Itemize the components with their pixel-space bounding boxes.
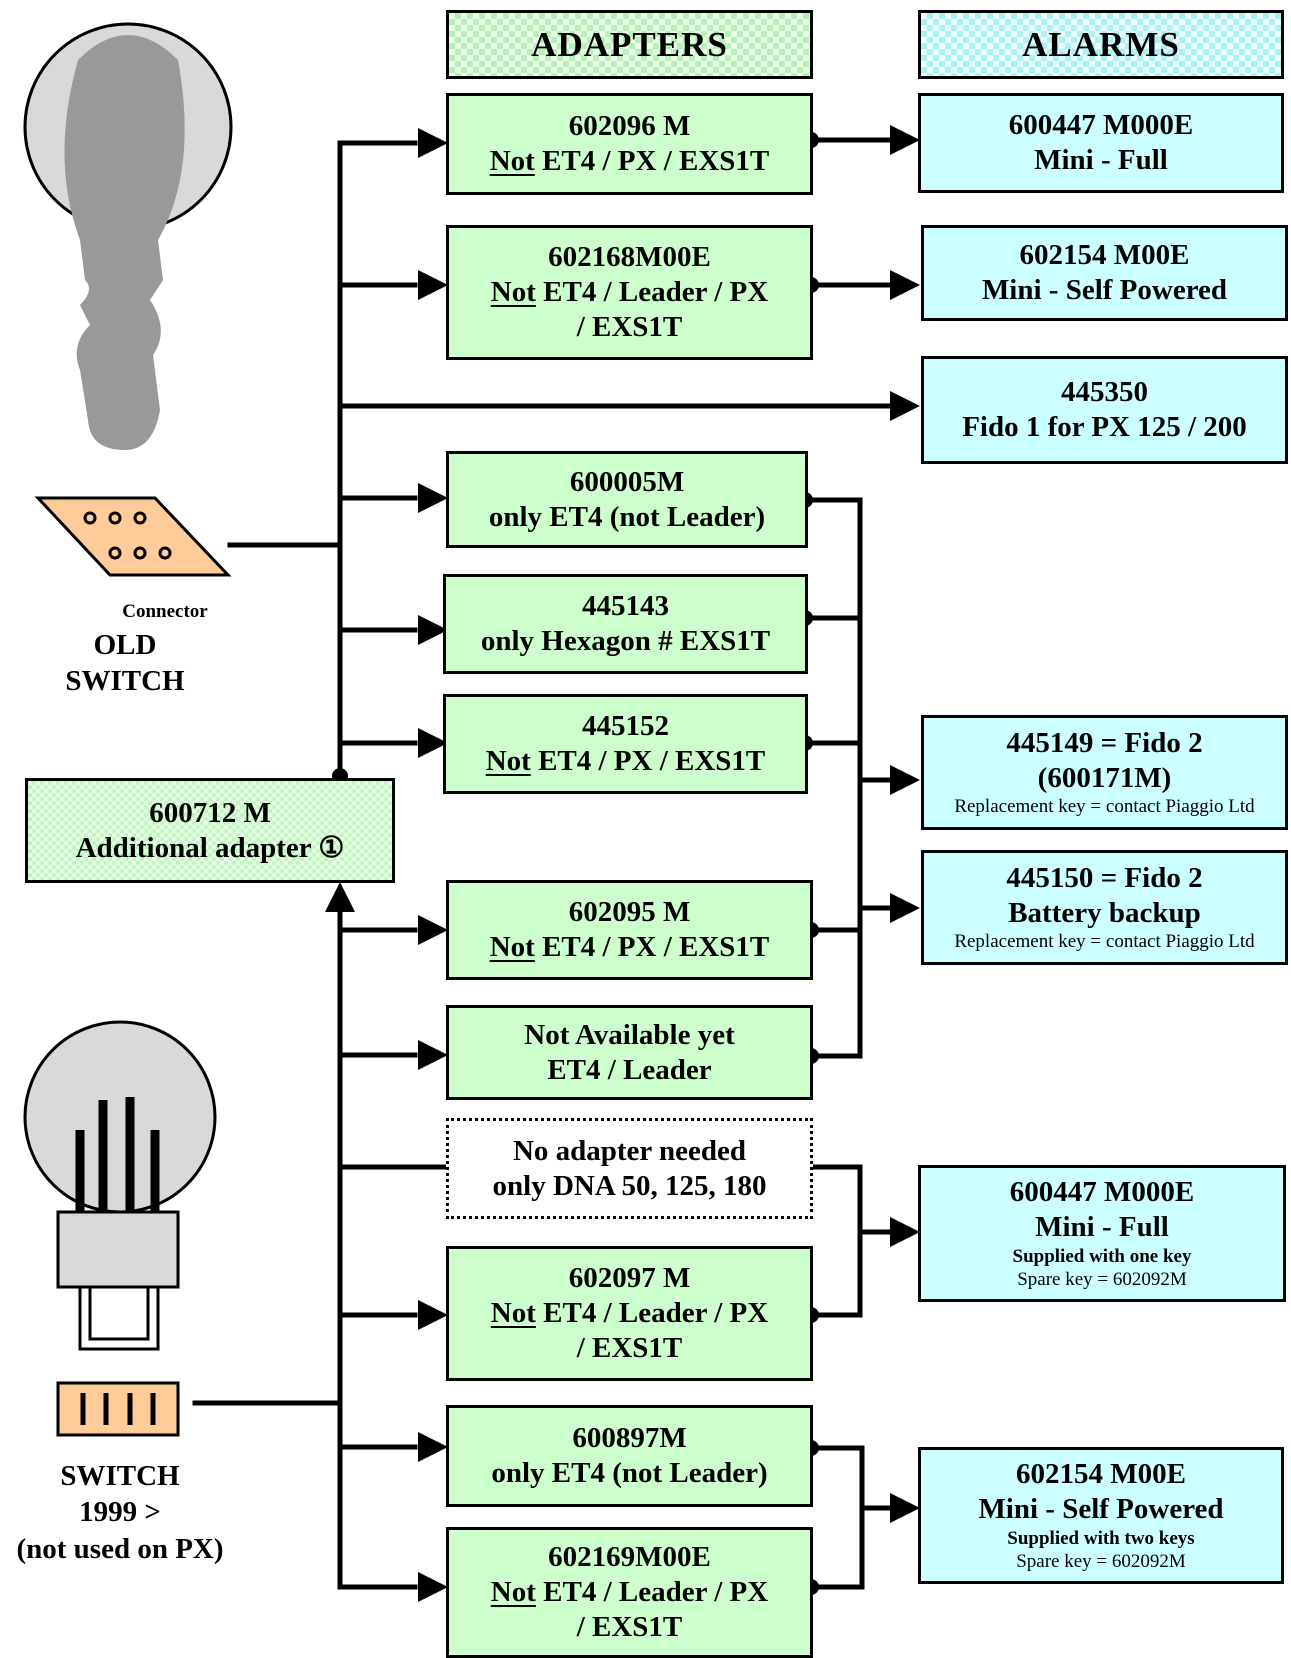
adapter-desc: only Hexagon # EXS1T [480,625,771,657]
adapter-code: 602169M00E [548,1541,711,1574]
not-label: Not [485,745,531,777]
new-switch-line-2: 1999 > [79,1496,161,1529]
adapter-445152: 445152 Not ET4 / PX / EXS1T [443,694,808,794]
adapter-desc: Not ET4 / Leader / PX [491,1296,768,1331]
alarm-note: Replacement key = contact Piaggio Ltd [954,796,1255,818]
alarm-code: 600447 M000E [1008,109,1194,142]
adapter-code: Not Available yet [524,1018,735,1051]
not-label: Not [490,1576,536,1609]
not-label: Not [489,931,535,963]
alarm-code: 445150 = Fido 2 [1006,861,1203,894]
adapter-desc: Additional adapter ① [75,831,345,864]
new-switch-line-3: (not used on PX) [16,1532,224,1565]
adapter-602097m: 602097 M Not ET4 / Leader / PX / EXS1T [446,1246,813,1381]
no-adapter-line-2: only DNA 50, 125, 180 [492,1169,767,1202]
alarm-602154-mini-self-powered-two-keys: 602154 M00E Mini - Self Powered Supplied… [918,1447,1284,1584]
adapter-desc-text: ET4 / Leader / PX [535,1297,769,1330]
adapter-code: 602095 M [568,896,691,929]
old-switch-line-1: OLD [93,629,157,661]
adapter-desc-2: / EXS1T [576,1610,683,1643]
adapter-code: 445152 [582,710,669,743]
adapter-code: 600712 M [149,796,271,829]
not-label: Not [490,276,536,309]
new-switch-line-1: SWITCH [60,1460,180,1492]
old-switch-line-2: SWITCH [65,665,185,698]
adapter-desc-2: / EXS1T [576,1331,683,1364]
adapter-desc-2: / EXS1T [576,310,683,343]
alarm-desc: Mini - Full [1035,1210,1169,1243]
adapter-602096m: 602096 M Not ET4 / PX / EXS1T [446,93,813,195]
alarm-desc: Mini - Self Powered [981,274,1228,306]
alarm-445150-fido-2-battery: 445150 = Fido 2 Battery backup Replaceme… [921,850,1288,965]
adapter-desc: only ET4 (not Leader) [488,500,766,533]
adapter-code: 602097 M [568,1262,691,1295]
adapter-code: 600005M [569,465,685,498]
adapter-desc-text: ET4 / Leader / PX [535,276,769,309]
adapter-600005m: 600005M only ET4 (not Leader) [446,451,808,548]
adapter-desc-text: ET4 / PX / EXS1T [530,745,766,777]
alarm-code: 445350 [1061,376,1148,409]
connector-label: Connector [122,601,208,622]
adapter-602169m00e: 602169M00E Not ET4 / Leader / PX / EXS1T [446,1527,813,1658]
alarm-600447-mini-full-one-key: 600447 M000E Mini - Full Supplied with o… [918,1165,1286,1302]
alarm-desc: Mini - Self Powered [978,1492,1224,1525]
adapter-code: 602096 M [568,110,691,143]
alarm-note: Spare key = 602092M [1016,1551,1186,1573]
adapter-602095m: 602095 M Not ET4 / PX / EXS1T [446,880,813,980]
adapter-desc-text: ET4 / PX / EXS1T [534,145,770,177]
alarm-desc: Fido 1 for PX 125 / 200 [962,411,1247,443]
adapters-header: ADAPTERS [446,10,813,79]
alarm-code: 602154 M00E [1016,1457,1186,1490]
adapter-code: 445143 [582,590,669,623]
adapter-desc-text: ET4 / Leader / PX [535,1576,769,1609]
alarm-600447-mini-full: 600447 M000E Mini - Full [918,93,1284,193]
alarm-code: 600447 M000E [1009,1175,1195,1208]
alarm-desc: Battery backup [1008,896,1201,929]
alarms-header: ALARMS [918,10,1284,79]
adapter-desc: Not ET4 / PX / EXS1T [486,744,766,779]
adapter-desc: Not ET4 / Leader / PX [491,1575,768,1610]
alarm-code: 602154 M00E [1019,239,1190,272]
adapter-desc-text: ET4 / PX / EXS1T [534,931,770,963]
adapter-desc: Not ET4 / PX / EXS1T [490,930,770,965]
old-switch-label: OLD SWITCH [40,627,210,700]
alarm-602154-mini-self-powered: 602154 M00E Mini - Self Powered [921,225,1288,321]
adapter-desc: only ET4 (not Leader) [491,1457,768,1489]
alarm-note: Replacement key = contact Piaggio Ltd [954,931,1255,953]
adapter-code: 602168M00E [548,241,711,274]
alarm-445149-fido-2: 445149 = Fido 2 (600171M) Replacement ke… [921,715,1288,830]
adapter-code: 600897M [572,1422,687,1455]
no-adapter-line-1: No adapter needed [512,1134,747,1167]
adapter-desc: ET4 / Leader [547,1053,712,1086]
adapter-desc: Not ET4 / Leader / PX [491,275,768,310]
alarm-445350-fido-1: 445350 Fido 1 for PX 125 / 200 [921,356,1288,464]
alarm-note: Spare key = 602092M [1017,1269,1187,1291]
not-label: Not [490,1297,536,1330]
adapter-600897m: 600897M only ET4 (not Leader) [446,1405,813,1507]
alarm-code: 445149 = Fido 2 [1006,726,1203,759]
alarm-note-bold: Supplied with one key [1012,1245,1192,1267]
not-label: Not [489,145,535,177]
adapter-desc: Not ET4 / PX / EXS1T [490,144,770,179]
additional-adapter-box: 600712 M Additional adapter ① [25,778,395,883]
no-adapter-box: No adapter needed only DNA 50, 125, 180 [446,1118,813,1219]
alarm-note-bold: Supplied with two keys [1007,1527,1195,1549]
new-switch-label: SWITCH 1999 > (not used on PX) [5,1458,235,1567]
alarm-desc: (600171M) [1037,761,1172,794]
adapter-602168m00e: 602168M00E Not ET4 / Leader / PX / EXS1T [446,225,813,360]
adapter-not-available: Not Available yet ET4 / Leader [446,1005,813,1100]
adapter-445143: 445143 only Hexagon # EXS1T [443,574,808,674]
alarm-desc: Mini - Full [1034,144,1168,176]
